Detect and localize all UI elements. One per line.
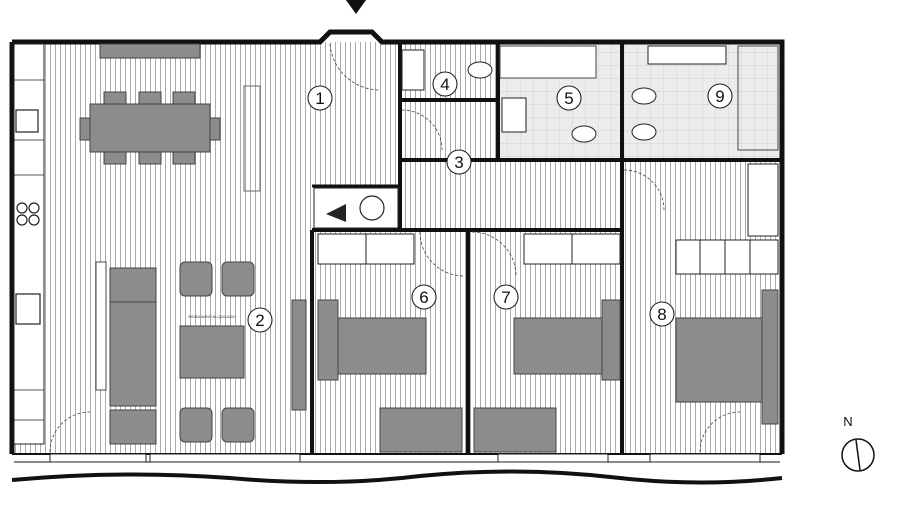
entry-closet bbox=[313, 187, 399, 229]
room-number: 4 bbox=[440, 75, 449, 94]
room-label-8[interactable]: 8 bbox=[649, 301, 675, 327]
room-number: 5 bbox=[564, 89, 573, 108]
entrance-arrow-icon bbox=[346, 0, 366, 14]
door-swings bbox=[49, 43, 741, 453]
compass: N bbox=[841, 414, 875, 472]
room-label-3[interactable]: 3 bbox=[446, 149, 472, 175]
furniture-note: MOBILIARIO ALQUILADO bbox=[188, 314, 235, 319]
room-number: 1 bbox=[315, 89, 324, 108]
kitchen-units bbox=[13, 43, 45, 445]
room-label-5[interactable]: 5 bbox=[556, 85, 582, 111]
room-label-4[interactable]: 4 bbox=[432, 71, 458, 97]
room-number: 8 bbox=[657, 305, 666, 324]
room-label-1[interactable]: 1 bbox=[307, 85, 333, 111]
room-number: 3 bbox=[454, 153, 463, 172]
room-number: 6 bbox=[419, 288, 428, 307]
floor-striped-area bbox=[12, 42, 780, 454]
living-room-furniture: MOBILIARIO ALQUILADO bbox=[95, 261, 307, 445]
dining-table bbox=[79, 43, 261, 192]
room-label-7[interactable]: 7 bbox=[493, 284, 519, 310]
room-label-2[interactable]: 2 bbox=[247, 307, 273, 333]
bottom-windows bbox=[49, 453, 761, 463]
bedroom-8-furniture bbox=[675, 163, 779, 425]
room-number: 2 bbox=[255, 311, 264, 330]
room-number: 9 bbox=[715, 87, 724, 106]
compass-label: N bbox=[843, 414, 852, 429]
bathroom-fixtures bbox=[401, 45, 779, 151]
bedroom-7-furniture bbox=[473, 233, 621, 453]
bedroom-6-furniture bbox=[317, 233, 463, 453]
room-label-6[interactable]: 6 bbox=[411, 284, 437, 310]
room-label-9[interactable]: 9 bbox=[707, 83, 733, 109]
north-needle-icon bbox=[855, 439, 861, 471]
room-number: 7 bbox=[501, 288, 510, 307]
